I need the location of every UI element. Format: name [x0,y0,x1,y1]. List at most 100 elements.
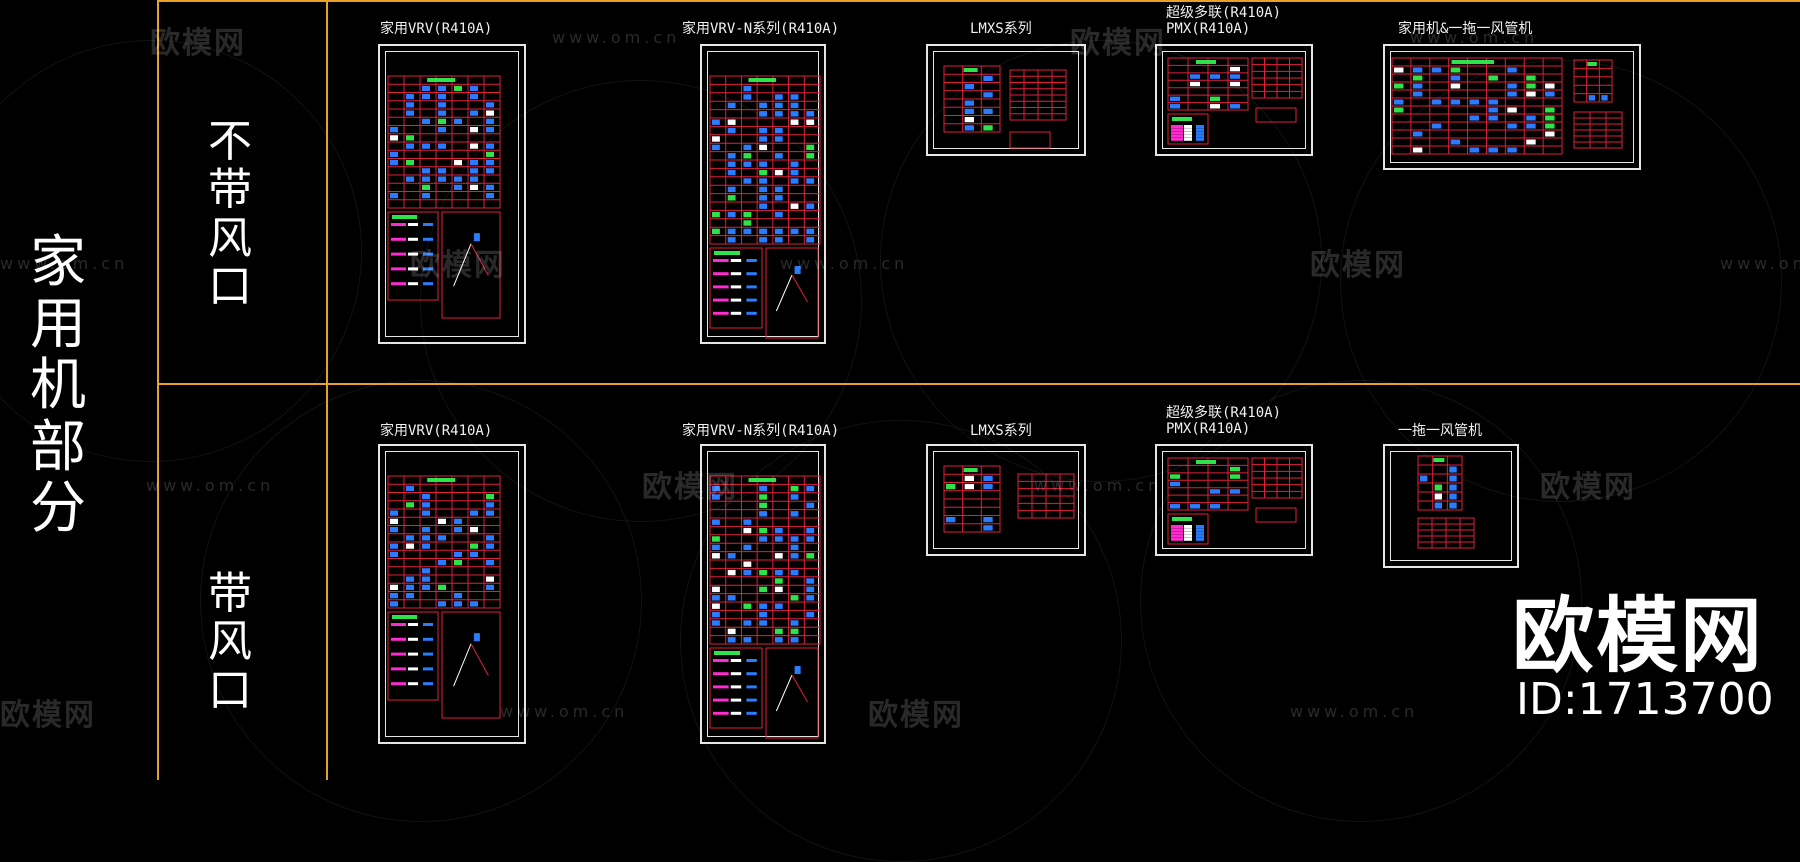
cad-mark [1009,131,1051,149]
cad-mark [486,193,494,199]
cad-mark [1394,107,1404,113]
cad-mark [712,485,720,492]
cad-mark [486,543,494,549]
cad-mark [806,595,815,601]
cad-mark [390,584,398,590]
cad-mark [790,485,799,492]
cad-mark [759,237,767,243]
cad-mark [422,193,430,199]
cad-mark [1450,83,1461,89]
cad-mark [713,285,729,289]
cad-mark [1526,83,1536,89]
cad-mark [1545,91,1555,97]
cad-mark [454,85,462,91]
cad-mark [790,569,799,576]
cad-mark [422,543,430,549]
drawing-sheet[interactable] [926,44,1086,156]
drawing-sheet[interactable] [1155,444,1313,556]
cad-mark [1196,128,1204,132]
cad-mark [806,237,815,243]
cad-mark [743,519,752,525]
cad-mark [454,601,462,607]
drawing-sheet[interactable] [1155,44,1313,156]
cad-mark [727,211,736,218]
cad-mark [1507,123,1517,129]
row-label-char: 风 [208,212,252,264]
cad-mark [408,682,418,686]
cad-mark [743,527,752,534]
cad-mark [406,110,414,116]
cad-mark [1573,59,1613,103]
cad-mark [422,510,430,516]
drawing-sheet[interactable] [1383,44,1641,170]
cad-mark [806,502,815,509]
cad-mark [790,178,799,184]
row-label-char: 口 [208,664,252,716]
cad-mark [727,102,736,109]
cad-mark [1488,99,1498,105]
cad-mark [391,637,406,641]
cad-mark [727,161,736,167]
cad-mark [1507,67,1517,73]
cad-mark [983,92,993,98]
grid-line-mid [157,383,1800,385]
cad-mark [408,667,418,671]
cad-mark [727,237,736,243]
cad-mark [454,527,462,533]
cad-mark [406,143,414,149]
cad-drawing-content [387,57,1623,739]
model-id-label: ID:1713700 [1516,674,1774,725]
cad-line [470,643,489,676]
drawing-sheet[interactable] [926,444,1086,556]
cad-mark [1449,493,1457,500]
cad-mark [1196,534,1204,538]
cad-mark [790,228,799,235]
cad-mark [1184,528,1192,532]
cad-mark [1171,131,1183,135]
cad-mark [713,659,729,662]
cad-mark [790,536,799,542]
cad-mark [759,494,767,500]
cad-mark [1450,75,1461,81]
cad-mark [1190,504,1200,509]
cad-mark [422,568,430,574]
cad-mark [1171,537,1183,541]
cad-mark [1588,95,1595,101]
cad-mark [1545,115,1555,121]
cad-mark [390,543,398,549]
cad-mark [486,502,494,508]
cad-mark [730,659,742,662]
cad-mark [391,682,406,686]
drawing-sheet[interactable] [1383,444,1519,568]
cad-mark [746,311,757,315]
cad-mark [759,603,767,609]
cad-line [470,243,489,276]
cad-mark [406,593,414,599]
cad-mark [759,502,767,509]
cad-mark [759,536,767,542]
cad-mark [727,595,736,601]
cad-mark [712,553,720,559]
cad-mark [743,94,752,100]
cad-mark [1526,139,1536,145]
cad-mark [1412,67,1423,73]
sheet-title: 家用VRV(R410A) [380,423,493,439]
cad-mark [438,94,446,100]
cad-mark [1450,67,1461,73]
cad-mark [1412,75,1423,81]
drawing-sheet[interactable] [378,44,526,344]
cad-mark [1230,74,1240,79]
cad-mark [759,195,767,201]
cad-mark [408,623,418,626]
cad-mark [1210,96,1220,102]
cad-mark [727,195,736,201]
cad-mark [1587,62,1597,66]
cad-mark [964,100,974,106]
cad-mark [1196,537,1204,541]
drawing-sheet[interactable] [378,444,526,744]
cad-mark [1184,531,1192,535]
cad-mark [713,711,729,715]
cad-mark [422,168,430,174]
cad-mark [1230,474,1240,479]
cad-mark [746,259,757,262]
